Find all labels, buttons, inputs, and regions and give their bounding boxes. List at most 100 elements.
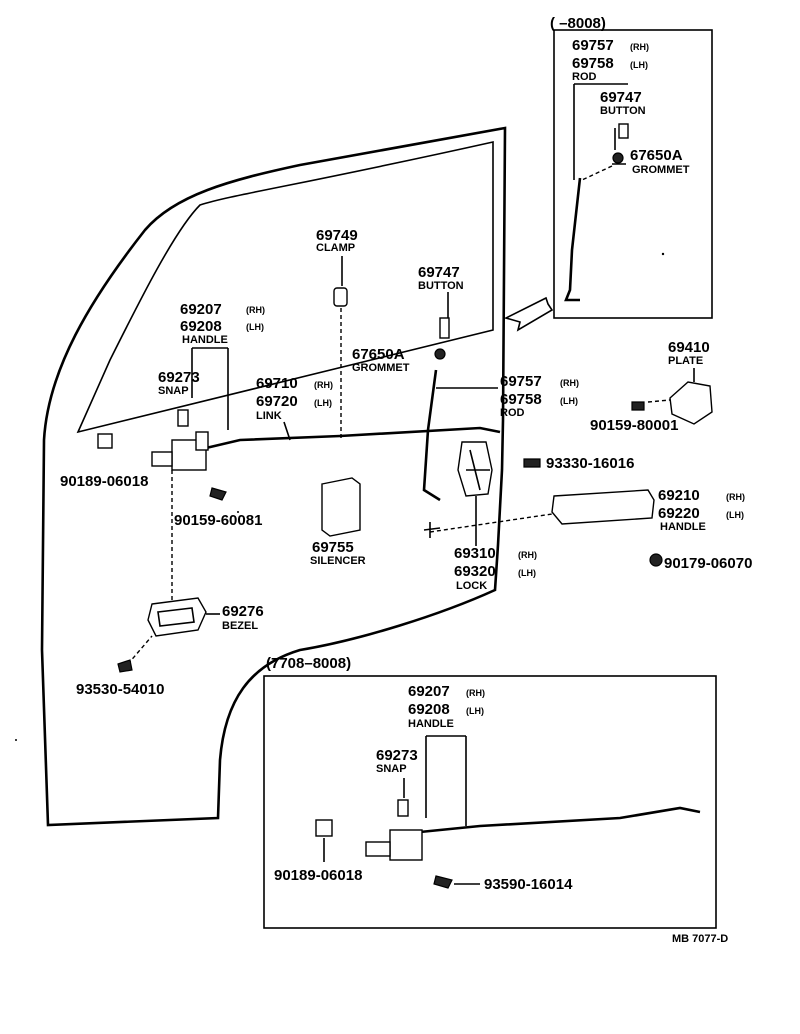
- lock-lh-number: 69320: [454, 563, 496, 580]
- nut-06070-icon: [649, 553, 663, 567]
- inset-button-label: 69747: [600, 89, 642, 106]
- clamp-icon: [333, 287, 348, 307]
- inset-grommet-icon: [612, 152, 624, 164]
- handle-lh-number: 69208: [180, 318, 222, 335]
- rod-icon: [422, 369, 441, 502]
- inset-snap-icon: [397, 799, 409, 817]
- outer-handle-icon: [551, 489, 655, 525]
- outer-handle-dashline: [429, 513, 553, 533]
- inset-grommet-dashline: [581, 165, 613, 181]
- bezel-inner: [157, 607, 195, 627]
- plate-dashline: [647, 399, 671, 403]
- snap-icon: [177, 409, 189, 427]
- handle-lh-side: (LH): [246, 322, 264, 332]
- rod-lh-number: 69758: [500, 391, 542, 408]
- rod-name: ROD: [500, 407, 525, 419]
- screw-60081-label: 90159-60081: [174, 512, 262, 529]
- inset-top-right-frame: [553, 29, 713, 319]
- button-icon: [439, 317, 450, 339]
- outer-handle-lh-number: 69220: [658, 505, 700, 522]
- screw-54010-label: 93530-54010: [76, 681, 164, 698]
- handle-leader: [191, 347, 229, 430]
- door-outline: [40, 126, 507, 827]
- rod-end-icon: [423, 522, 441, 538]
- figure-id: MB 7077-D: [672, 933, 728, 945]
- inset-grommet-name: GROMMET: [632, 164, 690, 176]
- clip-06018-label: 90189-06018: [60, 473, 148, 490]
- grommet-number: 67650A: [352, 346, 405, 363]
- inset-handle-icon: [389, 829, 423, 861]
- button-number: 69747: [418, 264, 460, 281]
- outer-handle-rh-number: 69210: [658, 487, 700, 504]
- lock-name: LOCK: [456, 580, 487, 592]
- lock-icon: [457, 441, 493, 546]
- lock-rh-number: 69310: [454, 545, 496, 562]
- silencer-icon: [321, 477, 361, 537]
- button-name: BUTTON: [418, 280, 464, 292]
- link-lh-side: (LH): [314, 398, 332, 408]
- plate-icon: [669, 381, 713, 425]
- scan-speck: [237, 511, 239, 513]
- inset-bottom-range: (7708–8008): [266, 655, 351, 672]
- inset-bottom-frame: [263, 675, 717, 929]
- inset-rod-lh-side: (LH): [630, 60, 648, 70]
- rod-rh-side: (RH): [560, 378, 579, 388]
- bezel-icon: [147, 597, 207, 637]
- link-rod-icon: [205, 426, 501, 450]
- screw-54010-icon: [117, 659, 133, 673]
- inset-rod-rh-side: (RH): [630, 42, 649, 52]
- inset-snap-name: SNAP: [376, 763, 407, 775]
- inset-rod-leader: [573, 83, 628, 180]
- silencer-number: 69755: [312, 539, 354, 556]
- link-name: LINK: [256, 410, 282, 422]
- snap-name: SNAP: [158, 385, 189, 397]
- scan-speck: [15, 739, 17, 741]
- inside-handle-icon: [151, 431, 209, 471]
- inset-top-right: ( –8008) 69757 (RH) 69758 (LH) ROD 69747…: [550, 15, 713, 319]
- inset-clip-icon: [315, 819, 333, 837]
- inset-handle-leader: [425, 735, 467, 826]
- nut-06070-label: 90179-06070: [664, 555, 752, 572]
- link-rh-side: (RH): [314, 380, 333, 390]
- screw-93330-label: 93330-16016: [546, 455, 634, 472]
- inset-handle-rh-side: (RH): [466, 688, 485, 698]
- inset-link-rod-icon: [419, 806, 701, 834]
- silencer-name: SILENCER: [310, 555, 366, 567]
- inset-handle-lh-number: 69208: [408, 701, 450, 718]
- outer-handle-lh-side: (LH): [726, 510, 744, 520]
- clip-06018-icon: [97, 433, 113, 449]
- clamp-number: 69749: [316, 227, 358, 244]
- screw-80001-label: 90159-80001: [590, 417, 678, 434]
- clamp-name: CLAMP: [316, 242, 355, 254]
- inset-rod-icon: [564, 177, 582, 302]
- grommet-name: GROMMET: [352, 362, 410, 374]
- screw-54010-dashline: [127, 635, 153, 665]
- handle-name: HANDLE: [182, 334, 228, 346]
- bezel-number: 69276: [222, 603, 264, 620]
- inset-rod-lh-label: 69758: [572, 55, 614, 72]
- inset-button-icon: [618, 123, 629, 139]
- inset-bottom: (7708–8008) 69207 (RH) 69208 (LH) HANDLE…: [263, 655, 717, 929]
- inset-screw-label: 93590-16014: [484, 876, 573, 893]
- inset-pointer-arrow: [503, 296, 554, 332]
- inset-button-name: BUTTON: [600, 105, 646, 117]
- inset-handle-lh-side: (LH): [466, 706, 484, 716]
- bezel-name: BEZEL: [222, 620, 258, 632]
- inset-speck: [661, 252, 665, 256]
- inset-screw-icon: [433, 875, 453, 889]
- lock-lh-side: (LH): [518, 568, 536, 578]
- inset-snap-number: 69273: [376, 747, 418, 764]
- link-lh-number: 69720: [256, 393, 298, 410]
- inset-clip-label: 90189-06018: [274, 867, 362, 884]
- inset-handle-name: HANDLE: [408, 718, 454, 730]
- inset-button-leader: [612, 128, 626, 165]
- inset-handle-rh-number: 69207: [408, 683, 450, 700]
- screw-80001-icon: [631, 401, 645, 411]
- inset-rod-name: ROD: [572, 71, 597, 83]
- grommet-icon: [434, 348, 446, 360]
- link-rh-number: 69710: [256, 375, 298, 392]
- inset-top-right-range: ( –8008): [550, 15, 606, 32]
- handle-rh-number: 69207: [180, 301, 222, 318]
- inset-grommet-label: 67650A: [630, 147, 683, 164]
